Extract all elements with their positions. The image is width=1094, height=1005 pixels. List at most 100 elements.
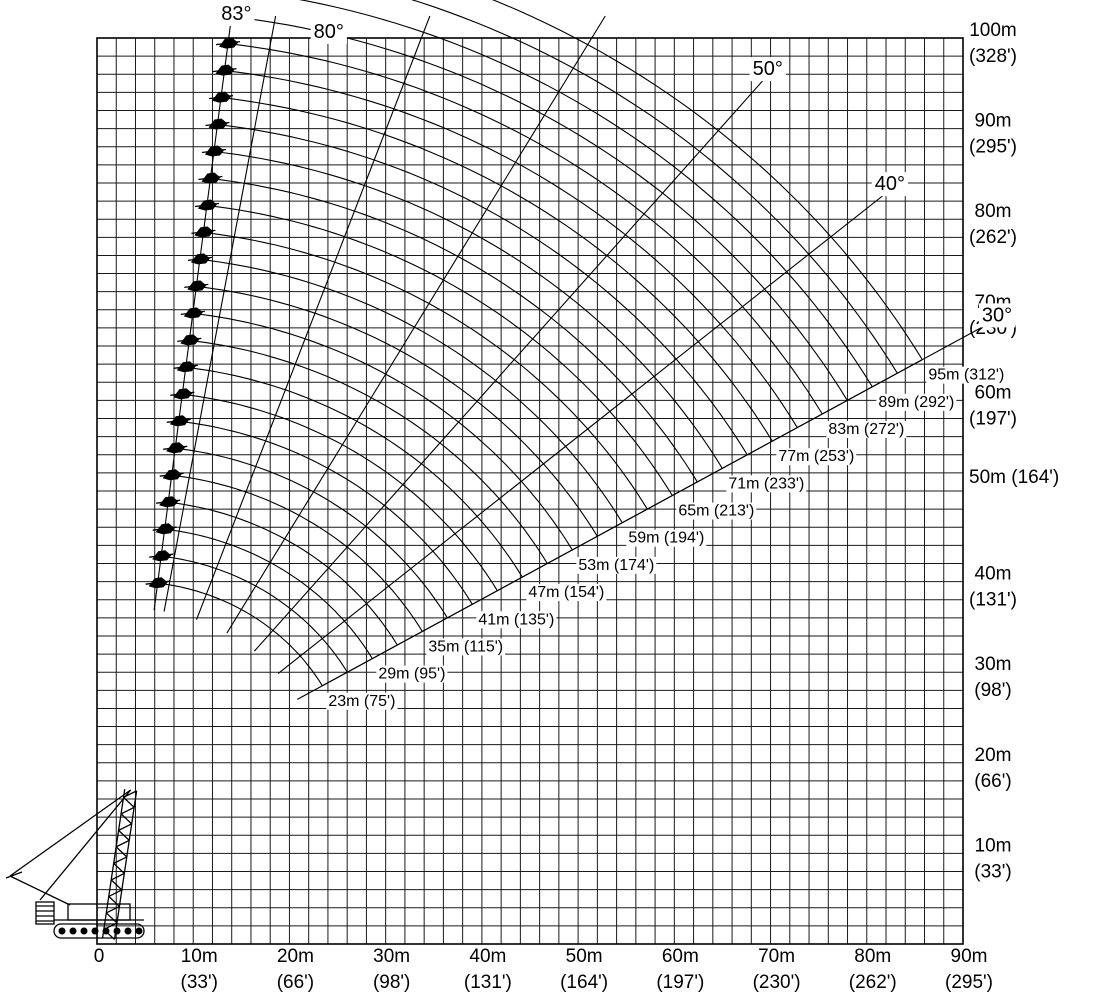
boom-tip-markers [145,10,244,589]
tip-sheave [184,283,209,289]
tip-sheave [170,391,195,396]
boom-length-label: 29m (95') [378,666,445,683]
y-axis-label-m: 60m [975,382,1012,403]
y-axis-label-m: 80m [975,201,1012,222]
boom-label-bg [576,556,657,574]
boom-length-label: 95m (312') [928,367,1004,384]
boom-lacing [110,872,125,881]
boom-length-label: 65m (213') [678,503,754,520]
angle-label-83: 83° [221,3,251,25]
x-axis-label-m: 90m [951,946,988,967]
y-axis-label-ft: (33') [974,861,1011,882]
y-axis-label-m: 10m [975,835,1012,856]
angle-label-bg [218,2,255,26]
boom-length-arc [171,474,423,632]
x-axis-label-ft: (33') [181,972,218,993]
boom-tip-marker [180,307,205,319]
boom-length-arc [299,0,873,388]
boom-tip-marker [191,226,216,238]
boom-tip-marker [173,361,198,373]
y-axis-label-ft: (131') [969,590,1017,611]
boom-length-arc [410,0,898,374]
angle-label-40: 40° [875,173,905,195]
tip-sheave [159,472,184,477]
track-roller [80,927,88,935]
angle-label-bg [871,172,909,197]
boom-length-arc [213,150,723,469]
track-roller [113,927,121,935]
crawler-crane-drawing [5,789,145,940]
boom-length-arc [227,43,823,415]
boom-length-arc [491,0,923,360]
boom-lacing [105,912,118,924]
tip-sheave [208,94,234,100]
boom-length-arc [224,70,798,428]
x-axis-label-m: 30m [373,946,410,967]
grid [96,37,964,945]
mast [9,875,71,906]
tip-sheave [194,202,219,208]
y-axis-label-ft: (295') [969,137,1017,158]
boom-label-bg [676,502,757,520]
x-axis-label-ft: (230') [753,972,801,993]
boom-length-arc [206,204,673,496]
boom-label-bg [476,611,557,629]
track-roller [69,927,77,935]
boom-length-label: 35m (115') [428,638,503,655]
x-axis-label-m: 70m [758,946,795,967]
y-axis-label-ft: (98') [974,680,1011,701]
boom-length-arc [196,285,598,537]
mast-head [5,871,23,879]
angle-label-80: 80° [314,21,344,43]
tip-sheave [201,148,226,154]
tip-sheave [163,445,188,450]
y-axis-label-m: 100m [969,20,1017,41]
boom-label-bg [426,638,506,656]
boom-tip-marker [156,496,181,508]
boom-length-label: 47m (154') [528,584,604,601]
boom-arcs [157,0,923,687]
boom-lacing [113,856,128,864]
boom-tip-marker [184,280,209,292]
boom-tip-marker [212,64,237,76]
boom-length-arc [210,177,698,483]
tip-sheave [180,310,205,316]
boom-lacing [118,829,130,841]
boom-lacing [108,889,123,897]
boom-lacing [106,905,120,914]
boom-lacing [123,796,135,808]
y-axis-label-ft: (262') [969,227,1017,248]
boom-tip-marker [187,253,212,265]
boom-tip-marker [152,523,177,535]
x-axis-label-ft: (98') [373,972,410,993]
tip-sheave [205,121,230,127]
boom-lacing [108,895,120,907]
boom-length-arc [164,528,373,659]
tip-sheave [198,175,223,181]
angle-ray-60 [226,15,606,634]
boom-label-bg [376,665,448,683]
boom-tip-marker [166,415,191,427]
boom-tip-marker [163,442,188,454]
boom-length-arc [199,258,623,523]
angle-ray-80 [163,15,277,612]
boom-length-label: 77m (253') [778,448,854,465]
y-axis-label-m: 40m [975,564,1012,585]
boom-length-arc [217,123,748,456]
boom-lacing [115,839,130,848]
boom-tip-marker [194,199,219,211]
boom-lacing [110,879,123,891]
y-axis-label-combined: 50m (164') [969,467,1059,488]
boom-label-bg [326,692,398,710]
boom-label-bg [876,393,957,411]
x-axis-label-ft: (164') [560,972,608,993]
envelope-line-30 [322,359,923,687]
boom-label-bg [726,475,807,493]
y-axis-label-ft: (66') [974,771,1011,792]
tip-sheave [215,40,241,46]
y-axis-label-ft: (328') [969,46,1017,67]
boom-tip-marker [198,172,223,184]
tip-sheave [149,553,174,558]
boom-length-arc [168,501,398,646]
